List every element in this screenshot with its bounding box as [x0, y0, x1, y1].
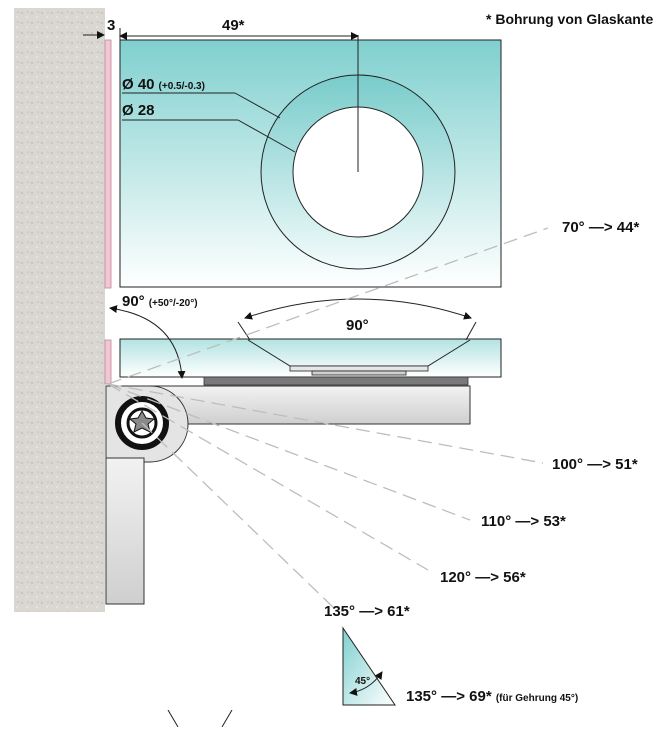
outer-diameter-label: Ø 40(+0.5/-0.3): [122, 76, 205, 93]
wall: [14, 8, 105, 612]
seal-strip-top: [104, 39, 112, 289]
angle-135-miter-label: 135° —> 69* (für Gehrung 45°): [406, 688, 578, 705]
opening-angle-label: 90°(+50°/-20°): [122, 293, 198, 310]
wall-gap-label: 3: [107, 17, 115, 34]
torx-screw-icon: [128, 409, 156, 433]
angle-70-label: 70° —> 44*: [562, 219, 639, 236]
bevel-angle-label: 90°: [346, 317, 369, 334]
bevel-angle-arc: [244, 298, 472, 320]
angle-100-label: 100° —> 51*: [552, 456, 638, 473]
hole-offset-label: 49*: [222, 17, 245, 34]
angle-135-label: 135° —> 61*: [324, 603, 410, 620]
opening-angle-arc: [109, 305, 186, 379]
seal-strip-bottom: [104, 339, 112, 385]
angle-110-label: 110° —> 53*: [481, 513, 566, 530]
miter-angle-label: 45°: [355, 676, 370, 687]
angle-120-label: 120° —> 56*: [440, 569, 526, 586]
angle-lines: [107, 227, 549, 611]
clamp-plate: [203, 376, 469, 386]
miter-glass: [342, 626, 396, 706]
drill-note: * Bohrung von Glaskante: [486, 11, 653, 27]
inner-diameter-label: Ø 28: [122, 102, 155, 119]
hinge-leaf-wall: [105, 457, 145, 605]
